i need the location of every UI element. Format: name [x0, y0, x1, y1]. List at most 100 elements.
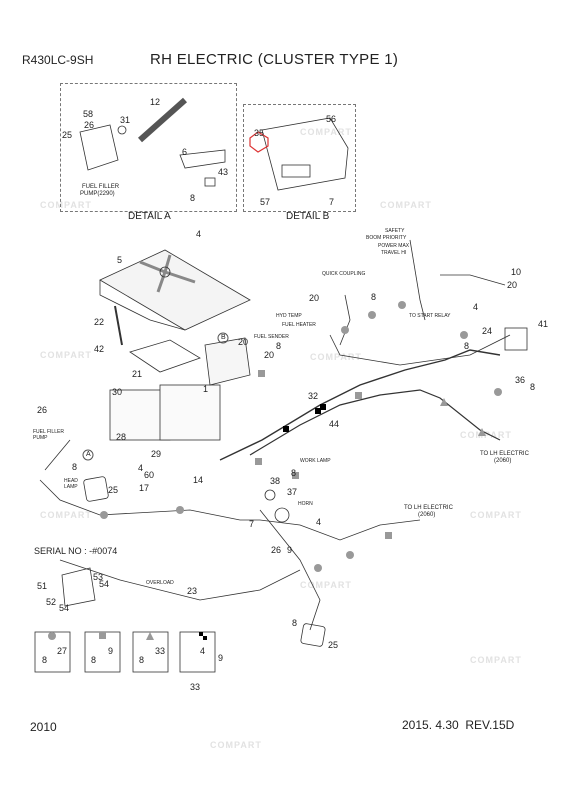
part-number: 8: [139, 655, 145, 665]
part-number: 23: [187, 586, 198, 596]
part-number: 60: [144, 470, 155, 480]
part-number: 37: [287, 487, 298, 497]
revision-code: REV.15D: [465, 718, 515, 732]
watermark: COMPART: [310, 352, 362, 362]
part-number: 20: [264, 350, 275, 360]
part-number: 22: [94, 317, 105, 327]
to-lh-electric-label: (2060): [418, 512, 436, 518]
watermark: COMPART: [470, 655, 522, 665]
to-start-relay-label: TO START RELAY: [409, 313, 451, 319]
callout-a: A: [86, 451, 91, 458]
part-number: 32: [308, 391, 319, 401]
part-number: 51: [37, 581, 48, 591]
part-number: 9: [287, 545, 293, 555]
part-number: 58: [83, 109, 94, 119]
part-number: 8: [371, 292, 377, 302]
part-number: 53: [93, 572, 104, 582]
watermark: COMPART: [40, 200, 92, 210]
part-number: 12: [150, 97, 161, 107]
part-number: 8: [190, 193, 196, 203]
to-lh-electric-label: TO LH ELECTRIC: [480, 451, 529, 457]
detail-b-caption: DETAIL B: [286, 211, 330, 222]
watermark: COMPART: [300, 580, 352, 590]
hyd-temp-label: HYD TEMP: [276, 313, 302, 319]
page-number: 2010: [30, 720, 57, 734]
page-title: RH ELECTRIC (CLUSTER TYPE 1): [150, 51, 399, 68]
part-number: 54: [99, 579, 110, 589]
part-number: 41: [538, 319, 549, 329]
to-lh-electric-label: TO LH ELECTRIC: [404, 505, 453, 511]
watermark: COMPART: [300, 127, 352, 137]
head-lamp-label: HEAD: [64, 478, 78, 484]
part-number: 52: [46, 597, 57, 607]
part-number: 8: [91, 655, 97, 665]
part-number: 33: [155, 646, 166, 656]
callout-b: B: [221, 334, 226, 341]
quick-coupling-label: QUICK COUPLING: [322, 271, 366, 277]
overload-label: OVERLOAD: [146, 580, 174, 586]
part-number: 38: [270, 476, 281, 486]
part-number: 9: [218, 653, 224, 663]
part-number: 57: [260, 197, 271, 207]
part-number: 9: [108, 646, 114, 656]
fuel-heater-label: FUEL HEATER: [282, 322, 316, 328]
revision-info: 2015. 4.30 REV.15D: [402, 719, 514, 731]
power-max-label: POWER MAX: [378, 243, 410, 249]
model-number: R430LC-9SH: [22, 53, 94, 67]
part-number: 26: [84, 120, 95, 130]
part-number: 21: [132, 369, 143, 379]
part-number: 25: [328, 640, 339, 650]
part-number: 8: [276, 341, 282, 351]
part-number: 14: [193, 475, 204, 485]
part-number: 7: [329, 197, 335, 207]
part-number: 25: [62, 130, 73, 140]
to-lh-electric-label: (2060): [494, 458, 512, 464]
part-number: 4: [196, 229, 202, 239]
safety-label: SAFETY: [385, 228, 405, 234]
part-number: 20: [309, 293, 320, 303]
travel-hi-label: TRAVEL HI: [381, 250, 407, 256]
part-number: 4: [200, 646, 206, 656]
part-number: 8: [292, 618, 298, 628]
part-number: 26: [37, 405, 48, 415]
part-number: 42: [94, 344, 105, 354]
part-number: 20: [238, 337, 249, 347]
part-number: 25: [108, 485, 119, 495]
part-number: 24: [482, 326, 493, 336]
boom-priority-label: BOOM PRIORITY: [366, 235, 407, 241]
part-number: 36: [515, 375, 526, 385]
watermark: COMPART: [210, 740, 262, 750]
part-number: 26: [271, 545, 282, 555]
part-number: 4: [138, 463, 144, 473]
part-number: 4: [316, 517, 322, 527]
part-number: 56: [326, 114, 337, 124]
watermark: COMPART: [470, 510, 522, 520]
part-number: 28: [116, 432, 127, 442]
part-number: 17: [139, 483, 150, 493]
horn-label: HORN: [298, 501, 313, 507]
part-number: 20: [507, 280, 518, 290]
part-number: 5: [117, 255, 123, 265]
part-number: 43: [218, 167, 229, 177]
detail-b-box: [243, 104, 356, 212]
fuel-filler-pump-label: PUMP: [33, 435, 48, 441]
fuel-filler-pump-label: FUEL FILLER: [82, 184, 120, 190]
part-number: 1: [203, 384, 209, 394]
detail-a-box: [60, 83, 237, 212]
part-number: 8: [72, 462, 78, 472]
fuel-filler-pump-label: PUMP(2290): [80, 191, 115, 197]
part-number: 8: [291, 468, 297, 478]
part-number: 54: [59, 603, 70, 613]
part-number: 27: [57, 646, 68, 656]
part-number: 7: [249, 519, 255, 529]
part-number: 10: [511, 267, 522, 277]
part-number: 29: [151, 449, 162, 459]
watermark: COMPART: [40, 350, 92, 360]
work-lamp-label: WORK LAMP: [300, 458, 331, 464]
part-number: 31: [120, 115, 131, 125]
fuel-filler-pump-label: FUEL FILLER: [33, 429, 64, 435]
part-number: 8: [530, 382, 536, 392]
part-number: 33: [190, 682, 201, 692]
part-number: 44: [329, 419, 340, 429]
